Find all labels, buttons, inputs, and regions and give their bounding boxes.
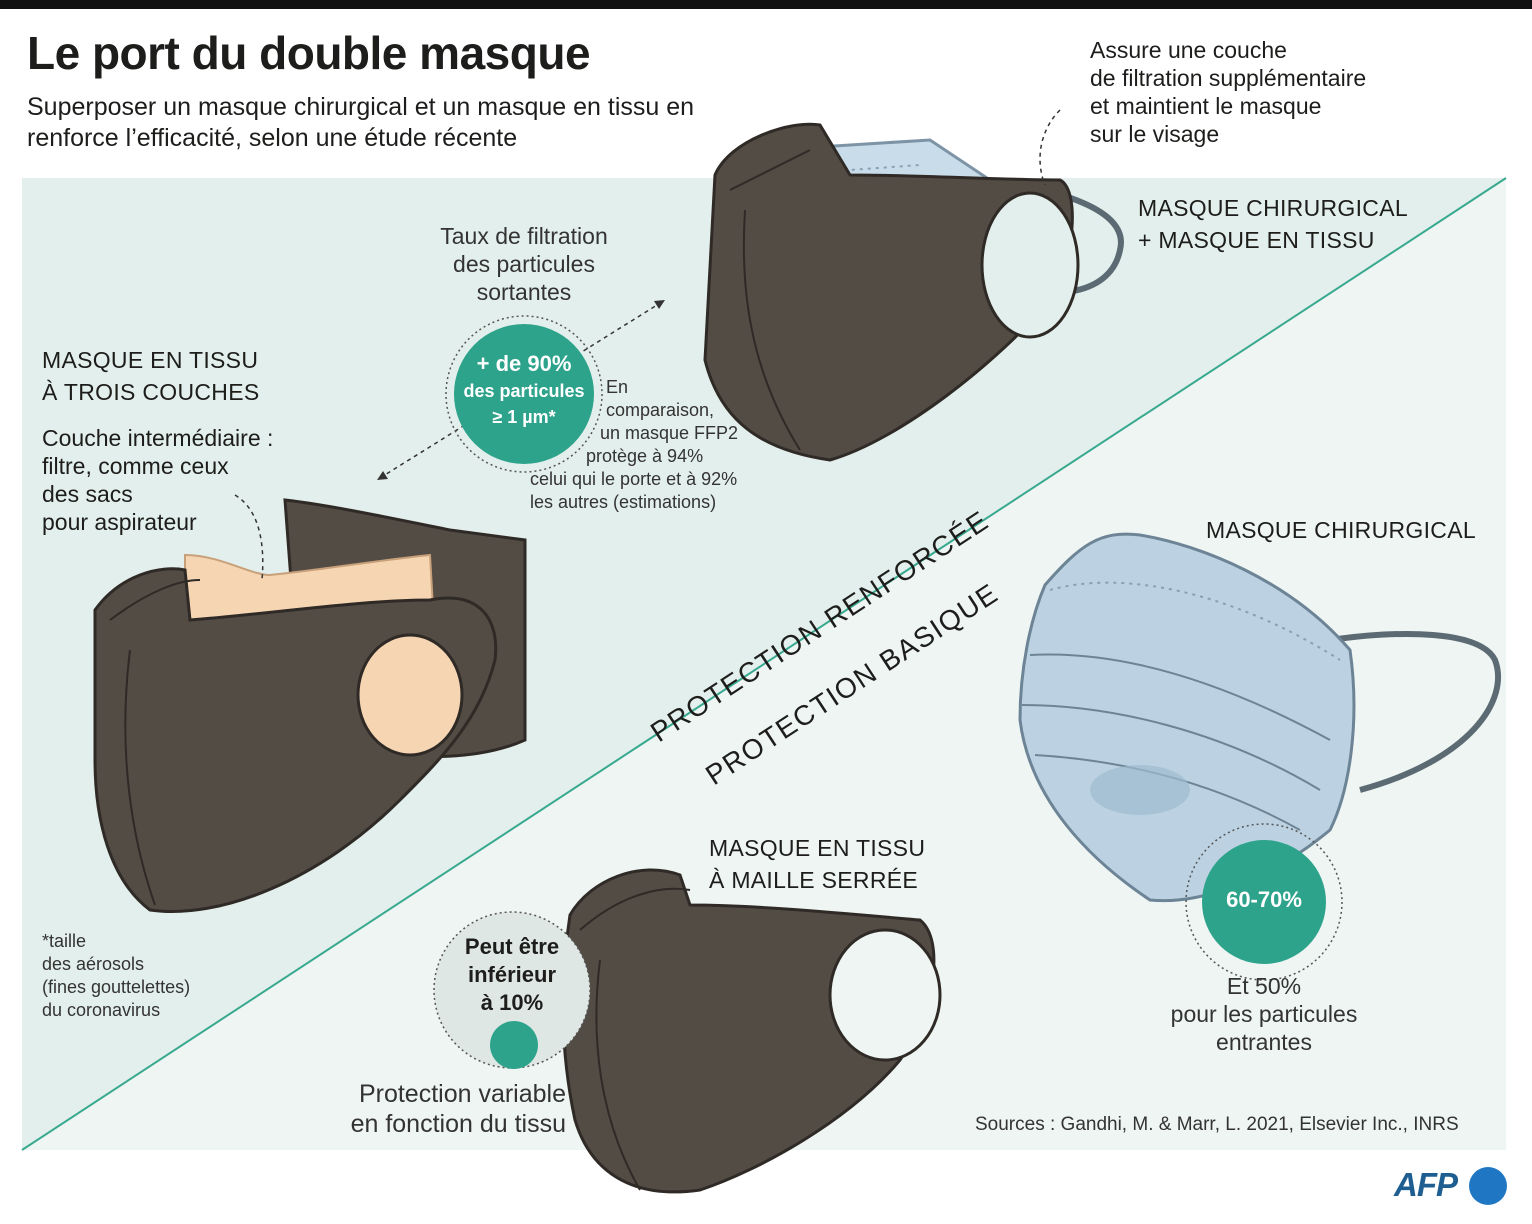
- value-line: inférieur: [467, 962, 557, 987]
- note-line: En: [606, 377, 629, 397]
- note-line: pour les particules: [1170, 1001, 1358, 1027]
- top-note-leader: [1039, 109, 1061, 186]
- surgical-circle: [1202, 840, 1326, 964]
- tight-weave-label: MASQUE EN TISSU À MAILLE SERRÉE: [709, 832, 925, 896]
- caption-line: sortantes: [476, 279, 572, 305]
- top-note: Assure une couche de filtration suppléme…: [1090, 36, 1366, 148]
- note-line: Protection variable: [358, 1080, 566, 1108]
- top-note-line: sur le visage: [1090, 121, 1220, 147]
- tight-weave-circle-outline: [433, 911, 591, 1069]
- caption-line: des particules: [453, 251, 595, 277]
- footnote-line: (fines gouttelettes): [42, 977, 191, 997]
- label-line: + MASQUE EN TISSU: [1138, 227, 1375, 253]
- note-line: en fonction du tissu: [350, 1110, 566, 1138]
- note-line: pour aspirateur: [42, 509, 197, 535]
- footnote-line: du coronavirus: [42, 1000, 161, 1020]
- surgical-mask-label: MASQUE CHIRURGICAL: [1206, 517, 1476, 543]
- page-title: Le port du double masque: [27, 27, 591, 79]
- note-line: celui qui le porte et à 92%: [530, 469, 738, 489]
- value-line: à 10%: [480, 990, 544, 1015]
- double-mask-label: MASQUE CHIRURGICAL + MASQUE EN TISSU: [1138, 192, 1408, 256]
- value-line: Peut être: [464, 934, 560, 959]
- note-line: Et 50%: [1226, 973, 1302, 999]
- afp-logo-dot: [1469, 1167, 1507, 1205]
- comparison-note: En comparaison, un masque FFP2 protège à…: [530, 376, 760, 514]
- page-subtitle: Superposer un masque chirurgical et un m…: [27, 93, 695, 152]
- tight-weave-mask-illustration: [561, 868, 942, 1194]
- tight-weave-note: Protection variable en fonction du tissu: [326, 1079, 566, 1139]
- label-line: MASQUE EN TISSU: [42, 347, 259, 373]
- surgical-circle-outline: [1185, 823, 1343, 981]
- filtration-circle: [454, 324, 594, 464]
- label-line: À TROIS COUCHES: [42, 379, 260, 405]
- top-rule: [0, 0, 1532, 9]
- filtration-value: + de 90% des particules ≥ 1 µm*: [446, 350, 602, 430]
- tight-weave-circle: [490, 1021, 538, 1069]
- value-line: ≥ 1 µm*: [492, 407, 556, 427]
- label-line: À MAILLE SERRÉE: [709, 867, 919, 893]
- note-line: comparaison,: [606, 400, 715, 420]
- note-line: un masque FFP2: [600, 423, 739, 443]
- top-note-line: de filtration supplémentaire: [1090, 65, 1367, 91]
- note-line: protège à 94%: [586, 446, 704, 466]
- surgical-note: Et 50% pour les particules entrantes: [1144, 972, 1384, 1056]
- note-line: des sacs: [42, 481, 133, 507]
- double-mask-illustration: [703, 122, 1124, 462]
- filtration-circle-outline: [445, 315, 603, 473]
- diagonal-divider: [21, 177, 1507, 1151]
- note-line: les autres (estimations): [530, 492, 717, 512]
- middle-layer-note: Couche intermédiaire : filtre, comme ceu…: [42, 424, 273, 536]
- three-layer-mask-illustration: [93, 498, 527, 913]
- footnote-line: *taille: [42, 931, 87, 951]
- middle-layer-leader: [234, 494, 264, 581]
- tight-weave-value: Peut être inférieur à 10%: [442, 933, 582, 1017]
- footnote-line: des aérosols: [42, 954, 145, 974]
- sources: Sources : Gandhi, M. & Marr, L. 2021, El…: [975, 1114, 1459, 1135]
- filtration-caption: Taux de filtration des particules sortan…: [404, 222, 644, 306]
- footnote: *taille des aérosols (fines gouttelettes…: [42, 930, 190, 1022]
- note-line: Couche intermédiaire :: [42, 425, 274, 451]
- label-line: MASQUE EN TISSU: [709, 835, 926, 861]
- value-line: + de 90%: [476, 351, 572, 376]
- note-line: entrantes: [1216, 1029, 1312, 1055]
- surgical-mask-illustration: [1018, 532, 1502, 903]
- note-line: filtre, comme ceux: [42, 453, 229, 479]
- top-note-line: Assure une couche: [1090, 37, 1287, 63]
- top-note-line: et maintient le masque: [1090, 93, 1322, 119]
- afp-logo: AFP: [1394, 1166, 1458, 1203]
- surgical-value: 60-70%: [1226, 887, 1302, 912]
- caption-line: Taux de filtration: [440, 223, 608, 249]
- label-line: MASQUE CHIRURGICAL: [1138, 195, 1408, 221]
- three-layer-label: MASQUE EN TISSU À TROIS COUCHES: [42, 344, 260, 408]
- value-line: des particules: [463, 381, 585, 401]
